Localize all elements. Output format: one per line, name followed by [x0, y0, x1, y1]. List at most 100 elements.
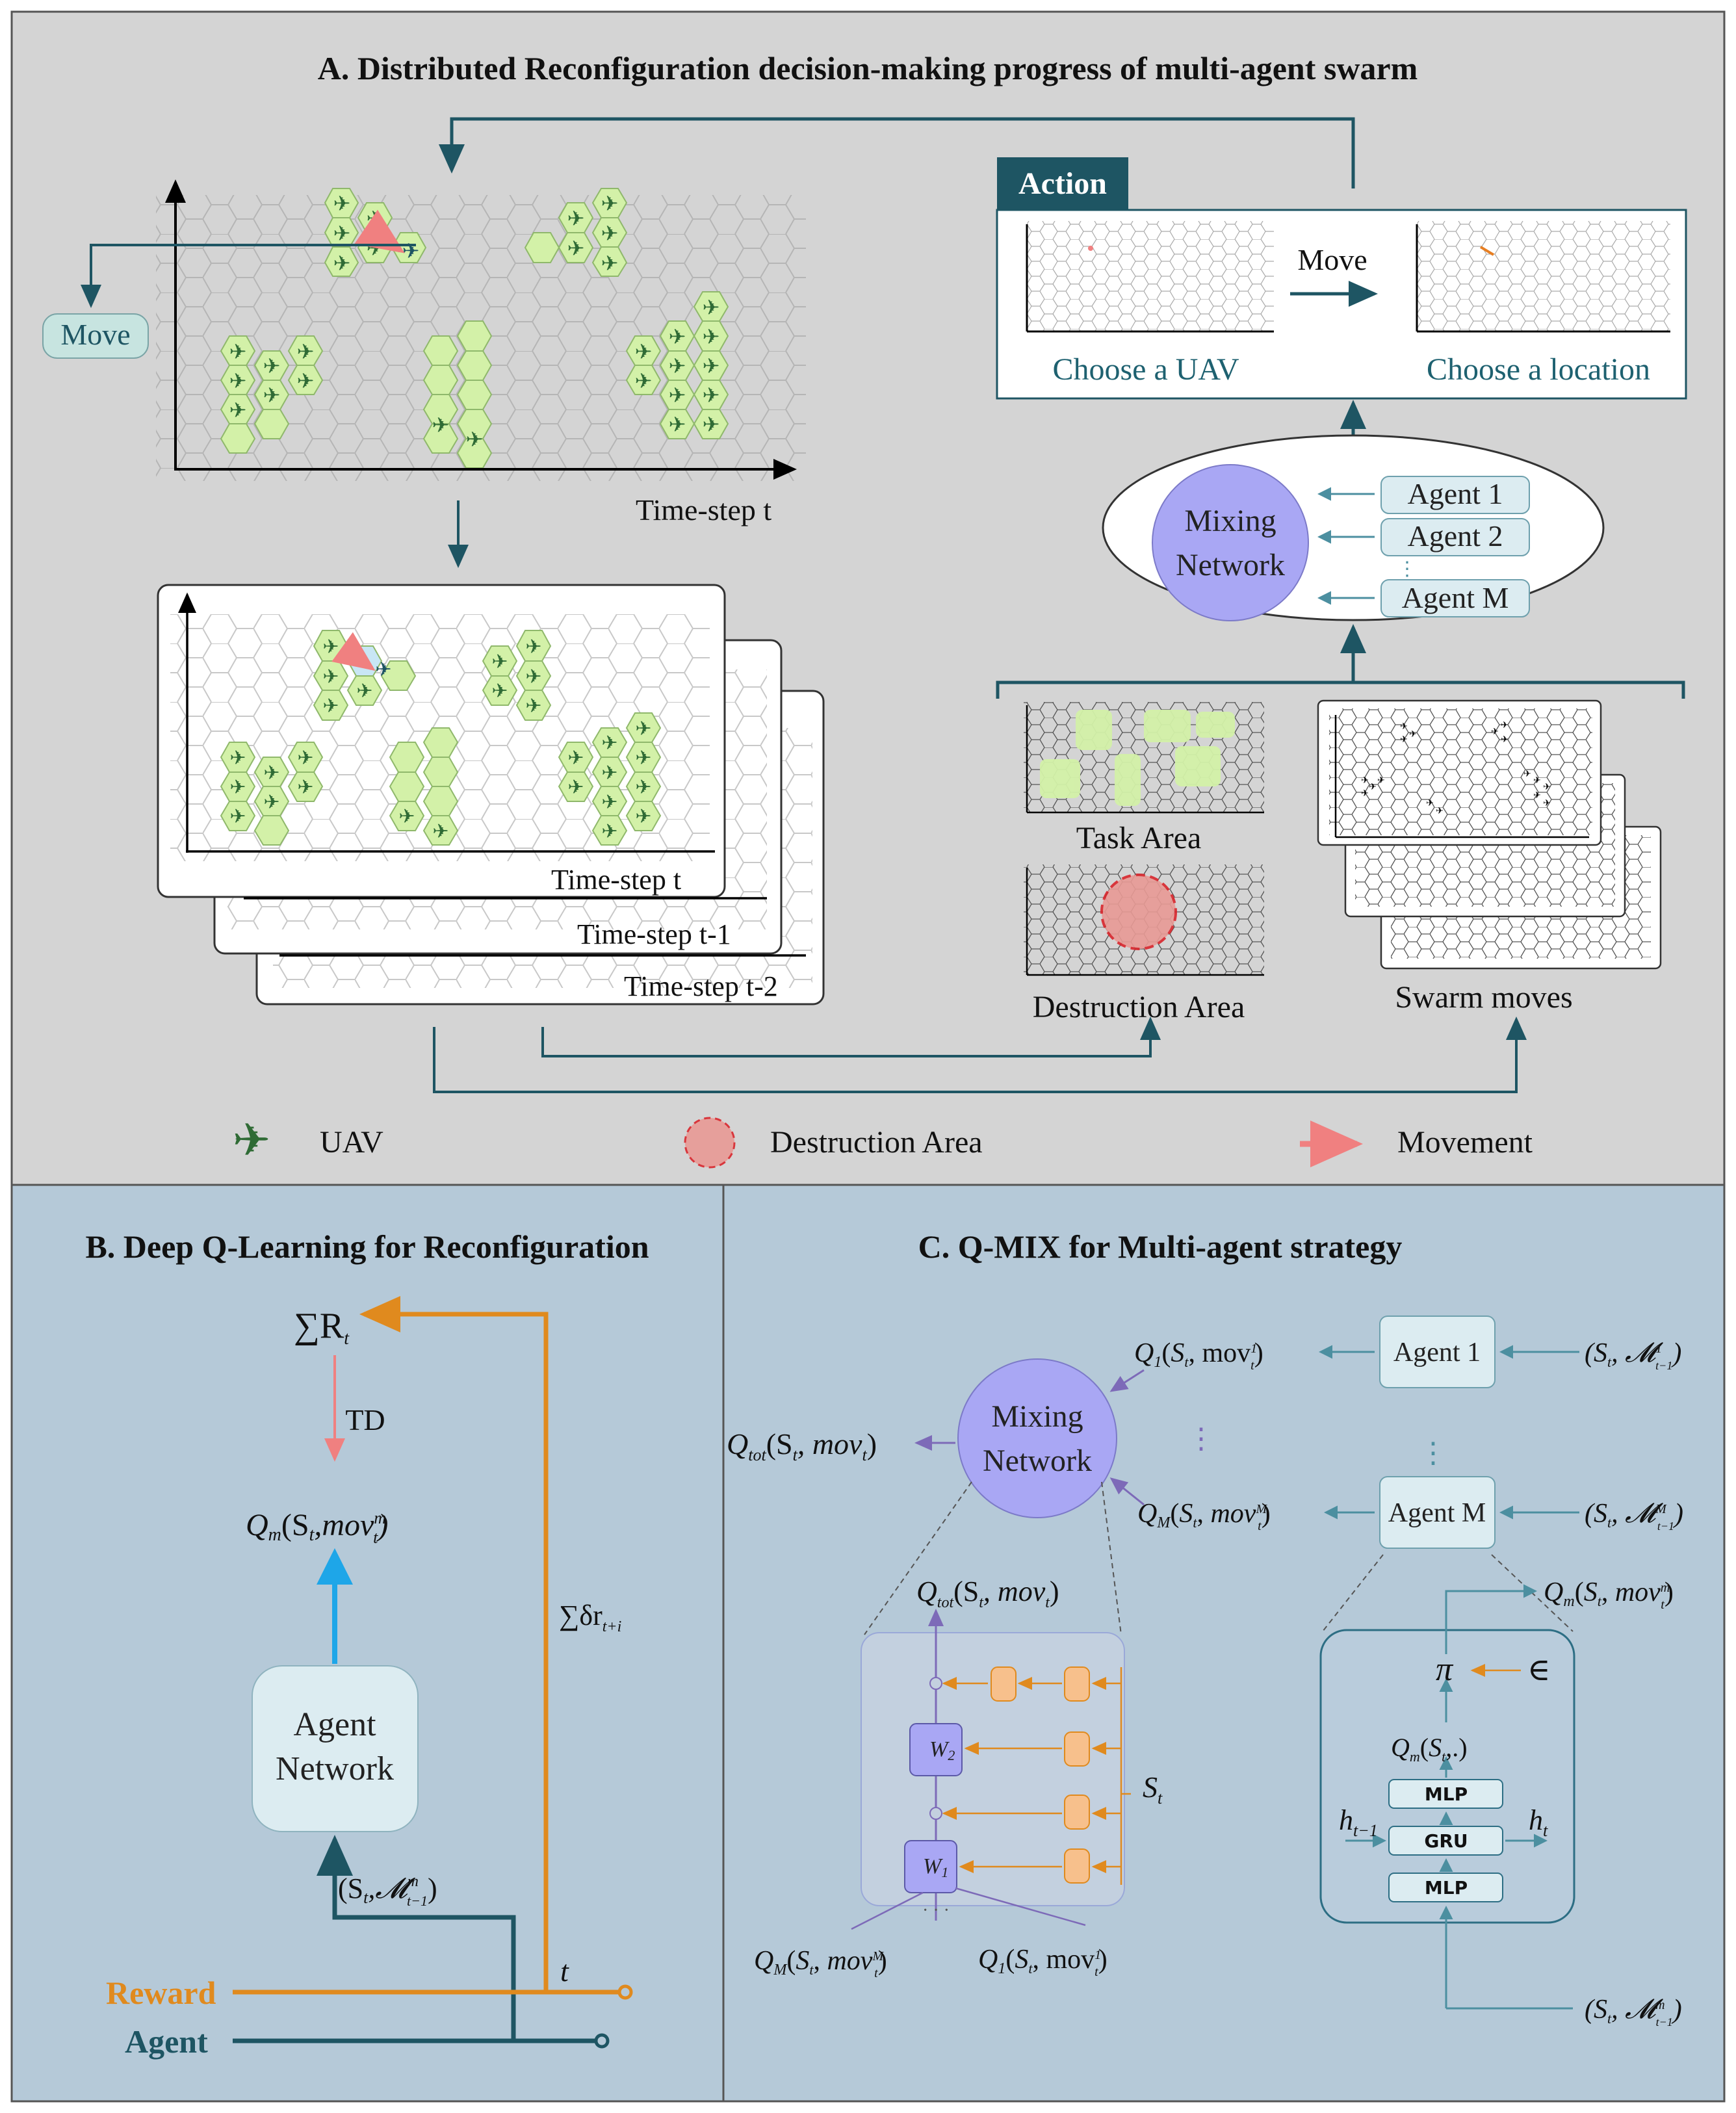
svg-text:✈: ✈ — [669, 412, 686, 437]
qmix-agent-1-box — [1379, 1316, 1496, 1388]
svg-text:✈: ✈ — [229, 398, 247, 422]
sum-r-label: ∑Rt — [294, 1306, 350, 1349]
svg-text:✈: ✈ — [466, 427, 484, 452]
svg-text:✈: ✈ — [525, 636, 541, 658]
mlp-bottom-box — [1388, 1873, 1503, 1902]
svg-text:✈: ✈ — [601, 820, 617, 843]
timestep-stack: ✈✈✈ ✈ ✈✈ ✈✈✈ ✈✈✈ ✈✈ ✈✈ ✈✈ ✈✈ ✈✈✈ ✈✈✈✈ ✈ … — [157, 584, 825, 1005]
svg-text:✈: ✈ — [229, 805, 246, 828]
svg-text:✈: ✈ — [703, 412, 720, 437]
qmix-mixing-label-1: Mixing — [991, 1399, 1083, 1434]
st-label: St — [1143, 1770, 1163, 1808]
svg-text:✈: ✈ — [1501, 720, 1509, 731]
svg-text:✈: ✈ — [333, 221, 351, 246]
agent-network-label-1: Agent — [293, 1706, 376, 1743]
panel-b-background — [10, 1184, 725, 2103]
mixing-detail-qtot: Qtot(St, movt) — [916, 1575, 1059, 1611]
svg-text:✈: ✈ — [1523, 769, 1531, 779]
svg-text:✈: ✈ — [635, 369, 653, 393]
svg-text:✈: ✈ — [1533, 775, 1541, 786]
svg-text:✈: ✈ — [356, 680, 372, 703]
task-area-label: Task Area — [1076, 821, 1202, 855]
legend-uav-icon: ✈ — [233, 1113, 271, 1167]
svg-text:✈: ✈ — [601, 762, 617, 784]
epsilon-label: ∈ — [1527, 1653, 1551, 1687]
svg-text:✈: ✈ — [1436, 806, 1444, 816]
agent-m-label: Agent M — [1402, 581, 1509, 614]
pi-label: π — [1436, 1651, 1454, 1688]
svg-text:✈: ✈ — [1491, 727, 1499, 737]
svg-text:✈: ✈ — [432, 820, 448, 843]
svg-text:✈: ✈ — [263, 762, 279, 784]
move-label: Move — [60, 318, 130, 351]
move-label-box — [42, 313, 149, 359]
uav-icons: ✈✈✈ ✈✈ ✈✈ ✈✈✈ ✈✈✈ ✈✈ ✈✈ ✈✈ ✈✈ ✈✈✈ ✈✈✈✈✈ … — [229, 191, 720, 452]
legend-uav-label: UAV — [320, 1125, 383, 1160]
mixing-network-circle — [1152, 464, 1309, 621]
svg-text:✈: ✈ — [1361, 788, 1369, 799]
svg-text:✈: ✈ — [297, 339, 315, 364]
svg-text:✈: ✈ — [1400, 734, 1408, 745]
svg-text:✈: ✈ — [1543, 782, 1551, 792]
agent-loop-line — [317, 1835, 516, 2041]
svg-text:✈: ✈ — [367, 206, 384, 231]
agent-dots: ⋮ — [1419, 1437, 1447, 1469]
td-label: TD — [345, 1403, 385, 1436]
svg-text:✈: ✈ — [601, 251, 619, 276]
inputs-bracket — [996, 681, 1685, 699]
svg-text:✈: ✈ — [1369, 782, 1377, 792]
stack-to-swarm-line — [433, 1017, 1527, 1093]
svg-text:✈: ✈ — [229, 339, 247, 364]
destruction-circle — [1100, 874, 1177, 950]
svg-text:✈: ✈ — [601, 221, 619, 246]
agent-2-box — [1380, 518, 1530, 556]
svg-text:✈: ✈ — [669, 383, 686, 408]
panel-c-title: C. Q-MIX for Multi-agent strategy — [918, 1228, 1403, 1265]
svg-text:✈: ✈ — [601, 191, 619, 216]
main-hex-grid: ✈✈✈ ✈✈ ✈✈ ✈✈✈ ✈✈✈ ✈✈ ✈✈ ✈✈ ✈✈ ✈✈✈ ✈✈✈✈✈ … — [156, 179, 806, 481]
svg-text:✈: ✈ — [263, 383, 281, 408]
svg-text:✈: ✈ — [432, 413, 450, 437]
qm-inner-label: Qm(St,.) — [1391, 1733, 1468, 1765]
svg-text:✈: ✈ — [703, 383, 720, 408]
svg-text:✈: ✈ — [669, 324, 686, 349]
svg-text:✈: ✈ — [322, 636, 339, 658]
svg-text:✈: ✈ — [491, 651, 508, 673]
svg-text:✈: ✈ — [229, 776, 246, 799]
svg-text:✈: ✈ — [1426, 798, 1434, 809]
legend-movement-label: Movement — [1397, 1125, 1533, 1160]
svg-text:✈: ✈ — [703, 324, 720, 349]
destruction-area-label: Destruction Area — [1033, 990, 1245, 1024]
stack-to-destruction-line — [541, 1017, 1161, 1057]
mixing-input-dots: · · · — [922, 1900, 950, 1921]
svg-text:✈: ✈ — [297, 747, 313, 770]
svg-text:✈: ✈ — [1361, 775, 1369, 786]
svg-text:✈: ✈ — [1409, 729, 1417, 740]
movement-arrow — [354, 209, 405, 253]
panel-a-title: A. Distributed Reconfiguration decision-… — [318, 50, 1418, 86]
h-t-label: ht — [1529, 1804, 1548, 1840]
uav-moving-icon: ✈ — [402, 239, 420, 263]
choose-uav-grid — [1027, 221, 1274, 331]
reward-loop-line — [359, 1296, 549, 1992]
svg-text:✈: ✈ — [229, 369, 247, 393]
qmix-agent-m-box — [1379, 1476, 1496, 1549]
feedback-loop-line — [439, 117, 1355, 188]
svg-text:✈: ✈ — [703, 354, 720, 378]
agent-detail-box — [1319, 1629, 1575, 1924]
qmix-mixing-label-2: Network — [983, 1444, 1092, 1478]
action-header: Action — [1018, 166, 1107, 201]
choose-location-grid — [1417, 221, 1670, 331]
svg-text:✈: ✈ — [525, 666, 541, 688]
svg-text:✈: ✈ — [1543, 798, 1551, 809]
swarm-moves-stack: ✈✈✈ ✈✈✈ ✈✈✈✈ ✈✈ ✈✈✈✈✈ — [1317, 699, 1662, 970]
gru-label: GRU — [1424, 1830, 1468, 1852]
w1-label: W1 — [923, 1854, 948, 1880]
agent-network-label-2: Network — [276, 1750, 394, 1787]
